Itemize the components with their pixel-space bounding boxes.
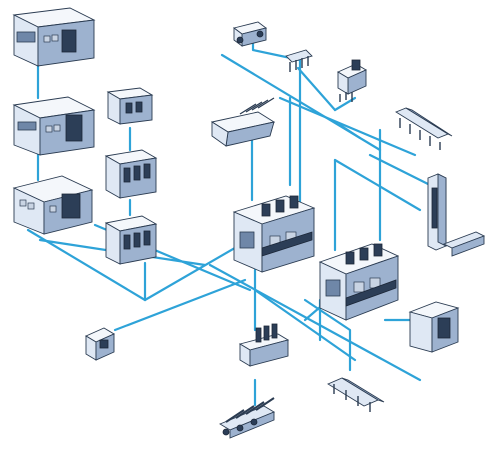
timer-module — [337, 59, 367, 102]
suppressor-module-top — [232, 21, 268, 47]
aux-block-3 — [104, 215, 158, 265]
terminal-block-bottom — [238, 323, 290, 367]
aux-block-2 — [104, 149, 158, 199]
link-kit-bracket — [427, 173, 486, 257]
wiring-block-center — [210, 97, 276, 147]
contactor-center — [232, 195, 316, 273]
busbar-comb-right — [395, 107, 453, 150]
busbar-comb-bottom — [218, 397, 276, 439]
contactor-lower-left — [12, 175, 94, 235]
connector-comb-small — [285, 49, 313, 72]
contactor-middle-left — [12, 96, 96, 156]
busbar-link-bottom-right — [327, 377, 385, 412]
contactor-top-left — [12, 7, 96, 67]
aux-block-1 — [106, 87, 154, 125]
contactor-right — [318, 243, 400, 321]
surge-suppressor-left — [85, 327, 115, 361]
side-mount-module — [408, 301, 460, 353]
